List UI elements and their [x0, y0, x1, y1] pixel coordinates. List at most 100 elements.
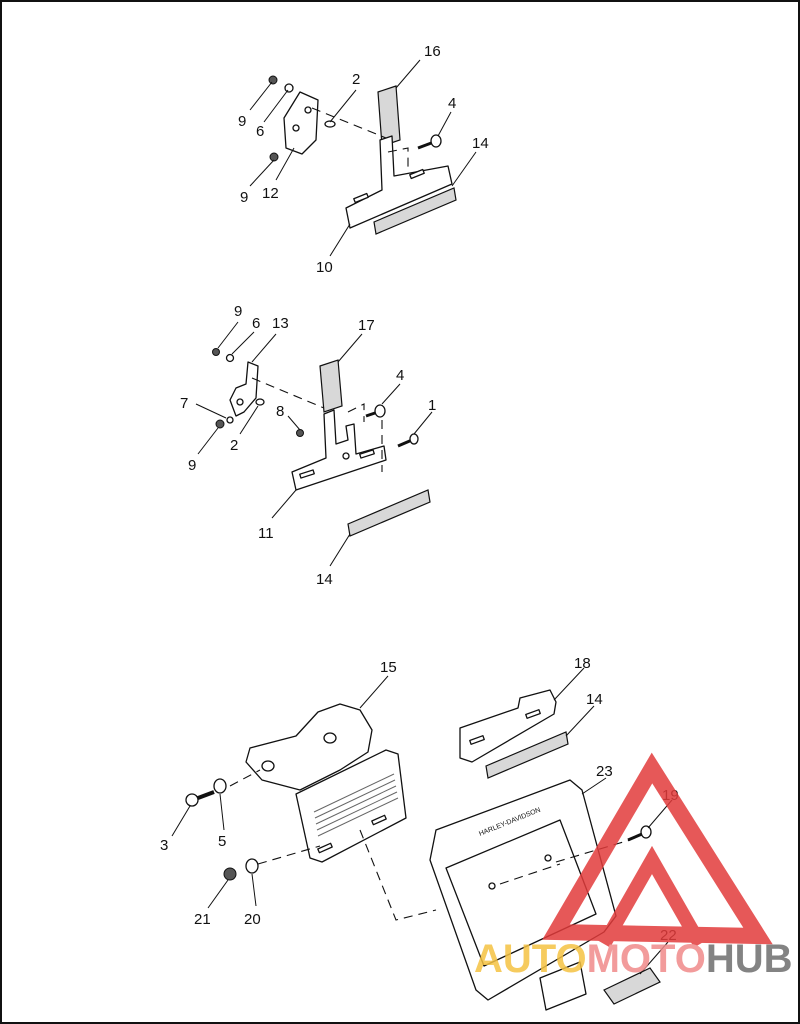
washer-7: [226, 416, 234, 424]
callout-13: 13: [272, 315, 289, 332]
strip-14-bottom: [485, 731, 569, 779]
leader-22: [639, 941, 669, 975]
bolt-19-head: [640, 825, 652, 839]
watermark-text-auto: AUTO: [474, 937, 587, 981]
callout-18: 18: [574, 655, 591, 672]
dash-top-2: [387, 147, 409, 172]
leader-17: [337, 333, 363, 363]
leader-6-top: [263, 89, 289, 123]
leader-4-mid: [381, 383, 401, 405]
slot-11a: [299, 469, 315, 479]
callout-4-mid: 4: [396, 367, 404, 384]
reflector-22: [603, 967, 661, 1005]
dash-mid-2: [347, 403, 365, 422]
watermark-text-moto: MOTO: [587, 937, 706, 981]
callout-14: 14: [472, 135, 489, 152]
leader-1: [413, 411, 433, 435]
bolt-3-shank: [197, 790, 215, 800]
automotohub-watermark: AUTOMOTOHUB: [474, 752, 793, 981]
leader-9a-top: [249, 81, 273, 111]
bracket-13: [229, 361, 259, 417]
nut-9-lower: [269, 152, 279, 162]
bolt-19-shank: [627, 832, 643, 842]
leader-18: [553, 667, 585, 701]
callout-7: 7: [180, 395, 188, 412]
hole-11: [342, 452, 350, 460]
leader-3: [171, 805, 191, 837]
watermark-logo-text: AUTOMOTOHUB: [474, 937, 793, 981]
watermark-triangle-inner: [597, 845, 707, 948]
strip-17: [319, 359, 343, 413]
leader-9-mid: [217, 321, 239, 349]
callout-12: 12: [262, 185, 279, 202]
leader-8: [287, 415, 301, 431]
callout-5: 5: [218, 833, 226, 850]
leader-5: [219, 793, 225, 831]
callout-23: 23: [596, 763, 613, 780]
bracket-12-hole: [292, 124, 300, 132]
slot-10b: [409, 168, 425, 180]
mount-15-hole: [261, 760, 275, 772]
leader-20: [251, 873, 257, 907]
frame-23-hole-a: [488, 882, 496, 890]
dash-bot-2: [257, 845, 321, 865]
washer-6-mid: [225, 353, 235, 363]
top-assembly: 16 2 4 9 6 14 9 12 10: [238, 43, 489, 276]
leader-6-mid: [231, 331, 255, 355]
nut-9-mid: [212, 348, 220, 356]
callout-2: 2: [352, 71, 360, 88]
bolt-3-head: [185, 793, 199, 807]
slot-10a: [353, 192, 369, 204]
watermark-triangle-outer: [542, 752, 773, 945]
leader-12: [275, 147, 295, 181]
callout-14-bot: 14: [586, 691, 603, 708]
dash-mid-1: [251, 377, 325, 409]
bolt-4-head: [430, 134, 442, 148]
callout-9: 9: [238, 113, 246, 130]
dash-bot-3: [359, 829, 437, 921]
washer-5: [213, 778, 227, 794]
mount-15: [245, 703, 373, 791]
nut-8: [296, 429, 304, 437]
callout-20: 20: [244, 911, 261, 928]
callout-11: 11: [258, 525, 274, 542]
slot-15a: [317, 842, 333, 854]
dash-top-1: [311, 107, 387, 139]
washer-6-top: [284, 83, 294, 93]
callout-14-mid: 14: [316, 571, 333, 588]
bolt-4-mid-head: [374, 404, 386, 418]
dash-bot-5: [555, 839, 631, 863]
callout-8: 8: [276, 403, 284, 420]
leader-21: [207, 879, 229, 909]
strip-14-top: [373, 187, 457, 235]
leader-16: [395, 59, 421, 89]
leader-7: [195, 403, 227, 419]
slot-18a: [469, 735, 485, 745]
callout-1: 1: [428, 397, 436, 414]
mount-15-hole-2: [323, 732, 337, 744]
middle-assembly: 9 6 13 17 4 1 7 8 9 2 11 14: [180, 303, 436, 588]
nut-9-mid-lower: [215, 419, 225, 429]
callout-6: 6: [256, 123, 264, 140]
bracket-12-hole-2: [304, 106, 312, 114]
callout-17: 17: [358, 317, 375, 334]
bolt-2-mid: [255, 398, 265, 406]
bracket-18: [459, 689, 557, 763]
dash-bot-4: [499, 863, 561, 885]
leader-9b-top: [249, 159, 275, 187]
leader-15: [359, 675, 389, 709]
leader-4-top: [437, 111, 452, 137]
plate-15: [295, 749, 407, 863]
strip-16: [377, 85, 401, 147]
bracket-11: [291, 409, 387, 491]
leader-13: [251, 333, 277, 363]
leader-23: [581, 777, 607, 795]
bracket-10: [345, 135, 453, 229]
leader-9-mid-lower: [197, 427, 219, 455]
watermark-text-hub: HUB: [706, 937, 793, 981]
callout-4: 4: [448, 95, 456, 112]
bracket-13-hole: [236, 398, 244, 406]
